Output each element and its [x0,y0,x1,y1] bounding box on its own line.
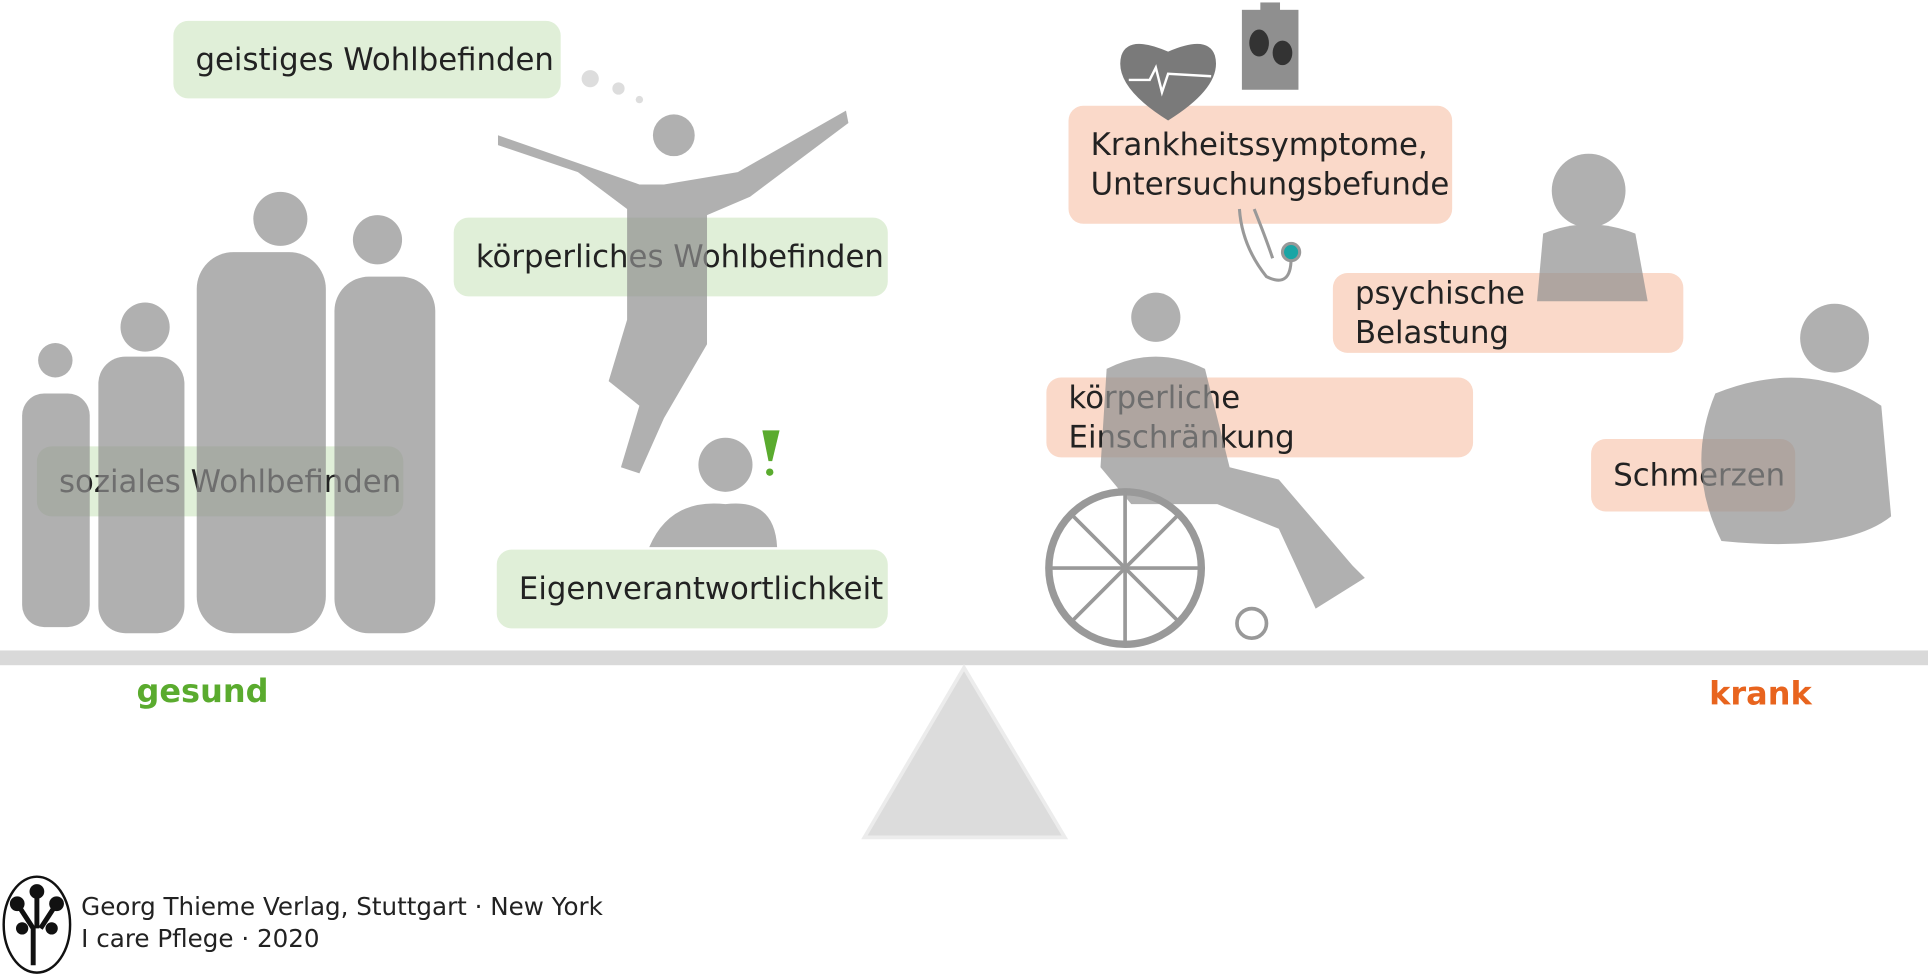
label-psychische-belastung: psychische Belastung [1332,272,1684,353]
scale-label-krank: krank [1709,676,1812,714]
xray-lungs-icon [1241,2,1299,90]
exclamation-icon [762,430,780,476]
label-koerperliche-einschraenkung: körperliche Einschränkung [1046,377,1474,458]
label-soziales-wohlbefinden: soziales Wohlbefinden [36,446,404,517]
footer-publisher: Georg Thieme Verlag, Stuttgart · New Yor… [81,891,603,921]
woman-thinking-silhouette-icon [649,437,778,548]
scale-label-gesund: gesund [136,673,269,711]
seesaw-beam [0,650,1928,666]
thought-bubble-icon [581,70,644,104]
label-symptome-line1: Krankheitssymptome, [1090,126,1428,163]
label-eigenverantwortlichkeit: Eigenverantwortlichkeit [496,549,888,629]
thieme-logo-icon [2,875,72,974]
seesaw-fulcrum [861,664,1069,840]
label-schmerzen: Schmerzen [1591,438,1796,512]
label-symptome-line2: Untersuchungsbefunde [1090,165,1450,202]
footer-book: I care Pflege · 2020 [81,923,320,953]
family-silhouette-icon [22,191,436,634]
wheelchair-user-silhouette-icon [1045,292,1365,648]
label-krankheitssymptome: Krankheitssymptome, Untersuchungsbefunde [1068,105,1453,224]
label-geistiges-wohlbefinden: geistiges Wohlbefinden [173,20,561,99]
label-koerperliches-wohlbefinden: körperliches Wohlbefinden [453,217,888,297]
